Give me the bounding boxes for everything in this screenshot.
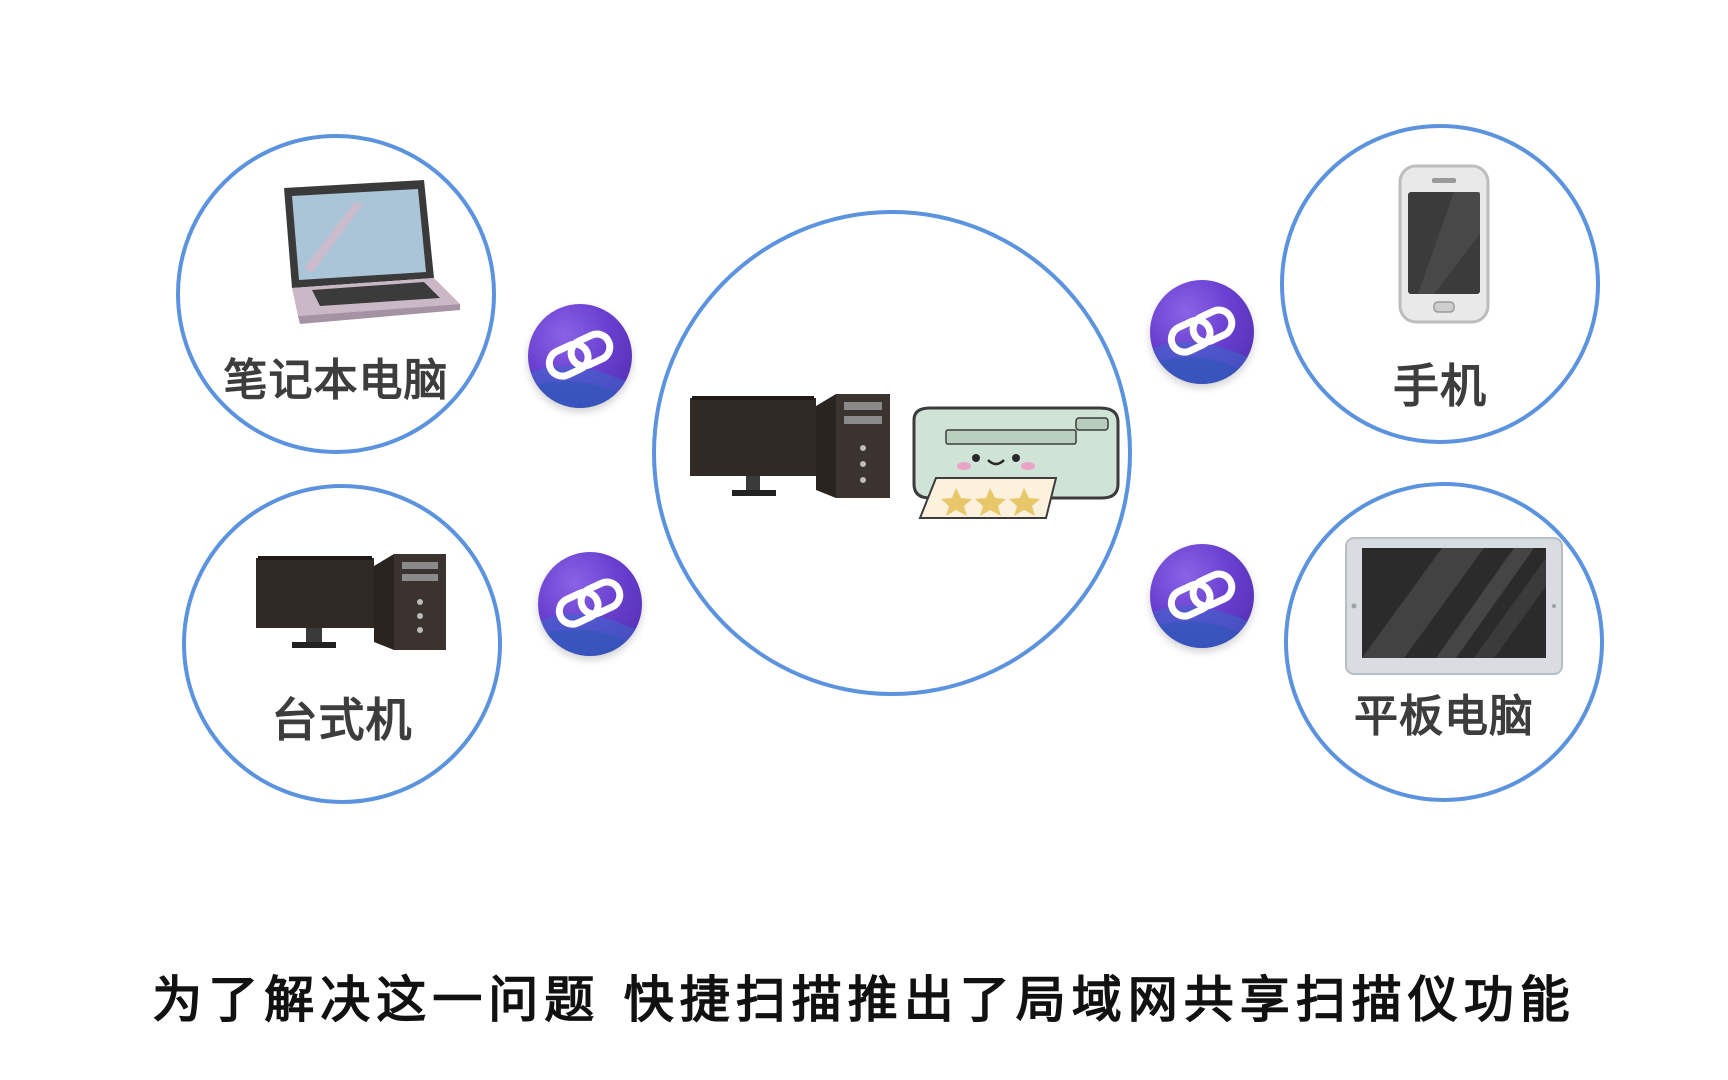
link-icon bbox=[538, 578, 642, 656]
desktop-node: 台式机 bbox=[182, 484, 502, 804]
link-icon bbox=[1150, 306, 1254, 384]
link-icon bbox=[528, 330, 632, 408]
tablet-label: 平板电脑 bbox=[1354, 691, 1534, 742]
smartphone-icon bbox=[1398, 164, 1490, 324]
phone-node: 手机 bbox=[1280, 124, 1600, 444]
laptop-node: 笔记本电脑 bbox=[176, 134, 496, 454]
subtitle-caption: 为了解决这一问题 快捷扫描推出了局域网共享扫描仪功能 bbox=[152, 971, 1576, 1029]
laptop-icon bbox=[284, 180, 460, 324]
center-node bbox=[652, 210, 1132, 696]
laptop-label: 笔记本电脑 bbox=[223, 355, 449, 406]
link-icon-tablet bbox=[1150, 544, 1254, 648]
desktop-computer-icon bbox=[256, 554, 446, 650]
tablet-node: 平板电脑 bbox=[1284, 482, 1604, 802]
desktop-computer-icon bbox=[690, 394, 890, 498]
link-icon bbox=[1150, 570, 1254, 648]
phone-label: 手机 bbox=[1393, 359, 1487, 413]
printer-icon bbox=[912, 406, 1120, 519]
tablet-icon bbox=[1345, 537, 1563, 675]
link-icon-desktop bbox=[538, 552, 642, 656]
link-icon-laptop bbox=[528, 304, 632, 408]
link-icon-phone bbox=[1150, 280, 1254, 384]
desktop-label: 台式机 bbox=[271, 693, 413, 747]
